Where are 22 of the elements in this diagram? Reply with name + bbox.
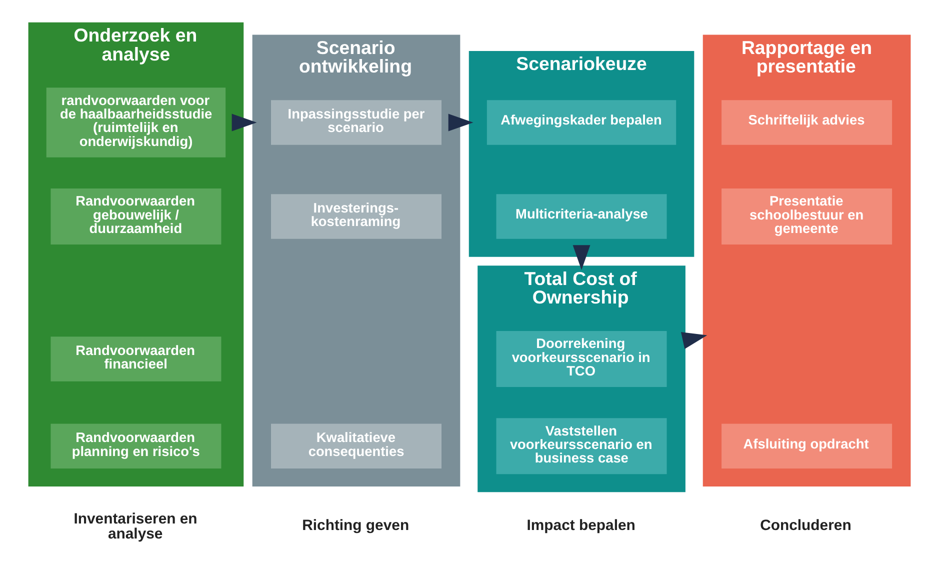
node-box: Schriftelijk advies (722, 100, 892, 145)
node-box: Randvoorwaarden financieel (50, 336, 222, 382)
node-box: Afsluiting opdracht (722, 424, 892, 468)
node-box: Vaststellen voorkeursscenario en business case (496, 418, 667, 474)
node-box: Afwegingskader bepalen (486, 100, 676, 145)
node-box: Presentatie schoolbestuur en gemeente (722, 188, 892, 244)
node-label: Inventariseren en analyse (74, 510, 198, 542)
node-label: Concluderen (760, 517, 852, 534)
node-box: Inpassingsstudie per scenario (271, 100, 442, 145)
arrow (232, 114, 257, 132)
arrow (572, 245, 590, 270)
node-box: Randvoorwaarden gebouwelijk / duurzaamheid (50, 188, 222, 244)
node-box: Investerings-kostenraming (271, 194, 442, 239)
node-box: randvoorwaarden voor de haalbaarheidsstudie (ruimtelijk en onderwijskundig) (46, 88, 226, 158)
node-box: Randvoorwaarden planning en risico's (50, 424, 222, 468)
node-label: Impact bepalen (526, 517, 636, 534)
node-box: Kwalitatieve consequenties (271, 424, 442, 468)
arrow (680, 332, 708, 350)
node-box: Multicriteria-analyse (496, 194, 667, 239)
node-box: Doorrekening voorkeursscenario in TCO (496, 330, 667, 387)
arrow (448, 114, 474, 132)
node-label: Richting geven (302, 517, 410, 534)
